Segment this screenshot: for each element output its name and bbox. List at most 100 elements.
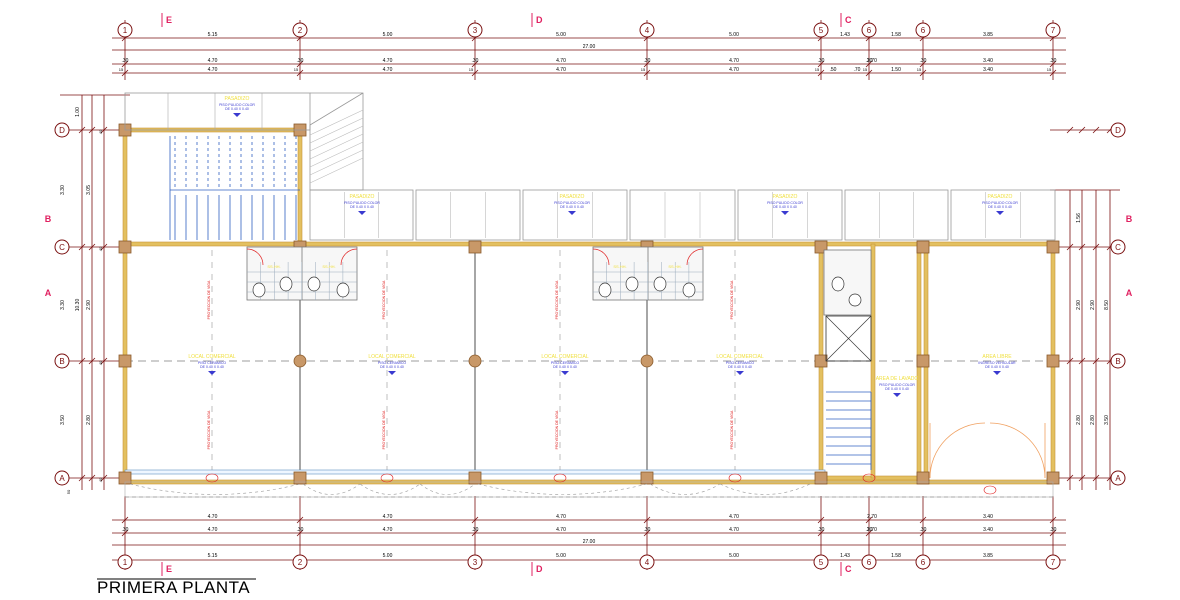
service-bath [823,249,872,316]
bathroom-label: SS.HH. [267,264,280,269]
beam-note: PROYECCION DE VIGA [730,280,734,319]
dimension-tick [1092,357,1100,365]
fixture-layer [124,92,1056,498]
dimension-tick [1078,243,1086,251]
dimension-text-thickness: 15 [917,67,922,72]
grid-bubble-bottom [467,554,483,570]
section-mark-bottom: E [166,564,172,574]
grid-bubble-bottom-label: 6 [921,558,926,567]
dimension-text-top: 4.70 [556,67,566,73]
dimension-tick [1066,357,1074,365]
grid-bubble-bottom-label: 3 [473,558,478,567]
dimension-text-bottom: 5.00 [383,553,393,559]
door-swing [340,248,358,266]
dimension-tick [78,357,86,365]
dimension-text-thickness: 15 [469,67,474,72]
grid-bubble-left [54,470,70,486]
dimension-text-thickness: 15 [815,67,820,72]
drain-marker [380,473,394,483]
room-title: PASADIZO [988,194,1013,200]
beam-note: PROYECCION DE VIGA [555,410,559,449]
room-subtitle: DE 0.40 X 0.40 [350,205,374,209]
dimension-tick [296,69,304,77]
dimension-tick [78,474,86,482]
level-marker [996,211,1004,215]
stair-landing [309,109,364,136]
dimension-text-bottom: 3.85 [983,553,993,559]
dimension-text-right: 2.80 [1090,415,1096,425]
beam-note: PROYECCION DE VIGA [382,410,386,449]
section-mark-top: E [166,15,172,25]
bathroom-label: SS.HH. [613,264,626,269]
sidewalk-arc [649,483,721,495]
dimension-text-top: 4.70 [383,58,393,64]
toilet-fixture [682,282,696,298]
dimension-tick [1078,357,1086,365]
room-subtitle: INGRESO VEHICULAR [978,361,1016,365]
dimension-tick [1049,516,1057,524]
dimension-tick [1092,243,1100,251]
grid-bubble-top-label: 2 [298,26,303,35]
dimension-text-top: 3.40 [983,67,993,73]
dimension-text-bottom: 3.40 [983,514,993,520]
upper-passage [124,92,311,131]
column-round [293,354,307,368]
dimension-tick [643,60,651,68]
stair-landing [309,157,364,184]
dimension-text-bottom: 3.40 [983,527,993,533]
room-subtitle: DE 0.40 X 0.40 [728,365,752,369]
dimension-text-bottom: 4.70 [729,527,739,533]
grid-bubble-bottom-label: 7 [1051,558,1056,567]
dimension-tick [919,60,927,68]
dimension-tick [919,69,927,77]
grid-bubble-top-label: 5 [819,26,824,35]
dimension-text-left: 3.05 [86,185,92,195]
sidewalk-arc [419,483,476,495]
section-mark-bottom: D [536,564,543,574]
dimension-tick [121,516,129,524]
dimension-text-thickness: 15 [119,67,124,72]
beam-note: PROYECCION DE VIGA [555,280,559,319]
dimension-tick [296,60,304,68]
balcony-cell-3 [629,189,736,241]
room-title: LOCAL COMERCIAL [368,354,416,360]
dimension-text-bottom: 2.70 [867,514,877,520]
wall [297,129,303,245]
room-title: LOCAL COMERCIAL [188,354,236,360]
dimension-tick [471,529,479,537]
level-marker [233,113,241,117]
sink-fixture [848,293,862,307]
dimension-text-top: 1.50 [891,67,901,73]
dimension-tick [643,529,651,537]
dimension-text-top: 5.15 [208,32,218,38]
room-subtitle: PISO PULIDO COLOR [767,201,803,205]
dimension-text-top: .50 [830,67,837,73]
drain-marker [728,473,742,483]
room-subtitle: DE 0.40 X 0.40 [225,107,249,111]
column [916,240,930,254]
dimension-text-right: 2.80 [1076,415,1082,425]
grid-bubble-bottom [639,554,655,570]
dimension-text-left: 40 [98,246,103,251]
door-swing [592,248,610,266]
grid-bubble-bottom-label: 5 [819,558,824,567]
dimension-tick [88,357,96,365]
wall-layer [118,123,1060,485]
room-subtitle: PISO PULIDO COLOR [982,201,1018,205]
dimension-tick [1078,474,1086,482]
dimension-tick [296,529,304,537]
stair-outline [309,92,364,191]
dimension-tick [1066,474,1074,482]
beam-note: PROYECCION DE VIGA [382,280,386,319]
grid-bubble-bottom-label: 2 [298,558,303,567]
dimension-text-bottom: 4.70 [729,514,739,520]
grid-bubble-left [54,239,70,255]
stair-landing [309,141,364,168]
grid-bubble-top [861,22,877,38]
dimension-text-bottom: 5.00 [556,553,566,559]
room-title: PASADIZO [560,194,585,200]
dimension-tick [100,243,108,251]
dimension-text-left: 2.80 [86,415,92,425]
dimension-tick [1066,243,1074,251]
dimension-text-thickness: .30 [472,527,479,533]
